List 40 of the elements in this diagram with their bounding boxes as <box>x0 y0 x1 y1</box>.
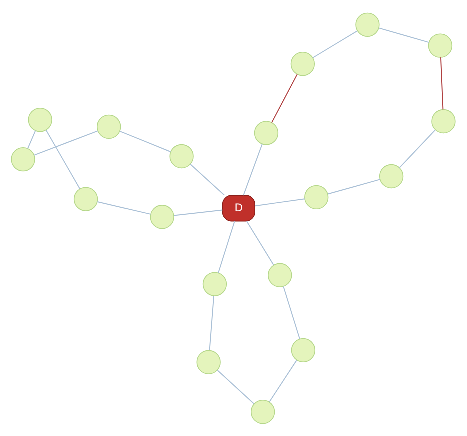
node-circle <box>196 350 221 374</box>
connector <box>217 370 255 404</box>
connector <box>440 56 444 110</box>
connector <box>174 209 224 216</box>
connector <box>399 129 436 168</box>
node-circle <box>379 164 404 188</box>
node-circle <box>150 204 174 229</box>
node-circle <box>170 144 194 168</box>
node-circle <box>202 272 228 296</box>
connector <box>312 30 358 58</box>
node-circle <box>254 120 279 145</box>
node-circle <box>11 146 36 172</box>
connector <box>190 163 225 196</box>
node-box: D <box>222 194 256 222</box>
node-circle <box>356 12 380 36</box>
node-circle <box>28 107 52 132</box>
connector <box>209 295 215 350</box>
node-circle <box>74 186 98 211</box>
node-circle <box>250 400 276 424</box>
connector <box>271 74 298 123</box>
connector <box>283 286 300 340</box>
connector <box>254 198 306 206</box>
connector <box>246 220 274 266</box>
node-circle <box>432 108 456 134</box>
connector <box>27 130 36 149</box>
connector <box>269 359 298 402</box>
node-circle <box>428 33 453 58</box>
connector <box>97 201 152 214</box>
node-circle <box>304 184 329 210</box>
node-circle <box>290 51 316 76</box>
connector <box>243 143 263 196</box>
connector <box>120 130 172 152</box>
node-circle <box>96 114 122 139</box>
connector <box>46 129 81 189</box>
connector <box>378 27 430 43</box>
connector <box>218 220 236 274</box>
connector <box>328 178 381 194</box>
node-circle <box>268 262 292 287</box>
connector <box>34 130 98 156</box>
node-circle <box>291 338 316 362</box>
